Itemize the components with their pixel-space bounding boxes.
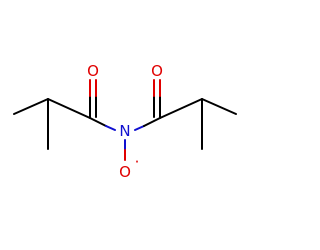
bond-n-to-carbonyl-right-blue	[134, 125, 145, 131]
bond-carbonyl-left-to-n-blue	[105, 125, 116, 131]
bond-carbonyl-right-to-ch	[159, 98, 203, 119]
bond-carbonyl-left-to-n	[89, 117, 107, 127]
bond-methyl-left-top	[13, 98, 49, 115]
molecule-diagram: O O N O ·	[13, 62, 237, 181]
atom-nitrogen: N	[119, 122, 130, 140]
atom-oxygen-left: O	[87, 62, 99, 80]
bond-n-to-carbonyl-right	[143, 117, 161, 127]
bond-ch-to-carbonyl-left	[47, 98, 91, 119]
atom-oxygen-right: O	[151, 62, 163, 80]
atom-oxygen-radical: O	[119, 163, 131, 181]
structure-canvas: O O N O ·	[13, 62, 237, 181]
radical-dot: ·	[135, 153, 140, 171]
bond-methyl-right-top	[201, 98, 237, 115]
